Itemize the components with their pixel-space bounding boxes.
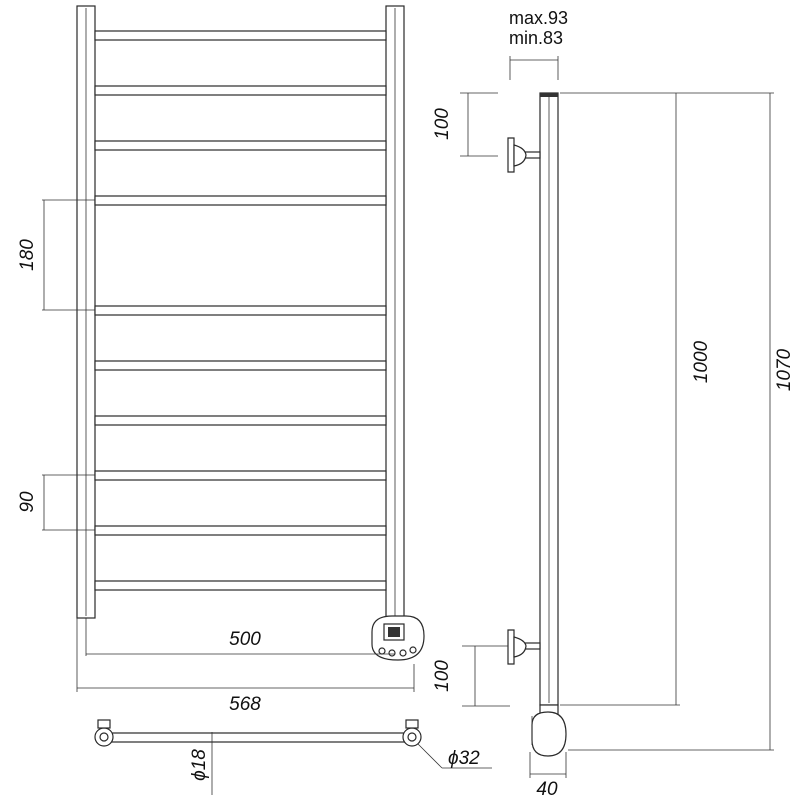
dimension-label: 500 (229, 629, 261, 650)
dimension-label: 1070 (774, 348, 795, 391)
crossbars (94, 30, 387, 591)
control-button (378, 647, 386, 655)
dimension-label: 100 (432, 660, 453, 692)
wall-bracket-left (97, 719, 111, 729)
dimension-label: min.83 (509, 28, 563, 48)
dimension-label: ϕ32 (448, 748, 480, 769)
dimension-total-height-1070: 1070 (568, 92, 795, 751)
dimension-label: max.93 (509, 8, 568, 28)
crossbar (94, 580, 387, 591)
dimension-rail-diameter: ϕ32 (417, 743, 492, 769)
front-view: 180 90 500 568 (17, 5, 425, 715)
dimension-rail-height-1000: 1000 (560, 92, 712, 706)
dimension-tube-diameter: ϕ18 (189, 732, 213, 795)
control-button (399, 649, 407, 657)
heater-element-side (531, 704, 567, 757)
rail-section-left-inner (99, 732, 109, 742)
top-view: ϕ18 ϕ32 (94, 719, 492, 795)
side-view: max.93 min.83 100 100 1000 (432, 8, 795, 800)
display-screen (388, 627, 400, 637)
dimension-label: ϕ18 (189, 749, 210, 781)
crossbar (94, 525, 387, 536)
crossbar (94, 305, 387, 316)
dimension-top-mount-100: 100 (432, 92, 498, 157)
dimension-bottom-mount-100: 100 (432, 645, 510, 707)
heater-housing-side (531, 711, 567, 757)
dimension-total-width-568: 568 (76, 618, 415, 715)
dimension-label: 40 (536, 779, 558, 800)
crossbar (94, 30, 387, 41)
crossbar-top-view (103, 732, 413, 743)
wall-mount-bottom (507, 629, 541, 665)
dimension-label: 568 (229, 694, 261, 715)
heater-control-unit (371, 615, 425, 661)
crossbar (94, 195, 387, 206)
control-button (388, 649, 396, 657)
dimension-wall-offset: max.93 min.83 (509, 8, 568, 80)
crossbar (94, 415, 387, 426)
wall-bracket-right (405, 719, 419, 729)
crossbar (94, 470, 387, 481)
dimension-depth-40: 40 (529, 752, 567, 800)
dimension-label: 1000 (691, 340, 712, 383)
wall-mount-top (507, 137, 541, 173)
dimension-label: 100 (432, 108, 453, 140)
crossbar (94, 360, 387, 371)
rail-section-right-inner (407, 732, 417, 742)
dimension-bar-spacing-180: 180 (17, 199, 95, 311)
dimension-inner-width-500: 500 (85, 618, 395, 656)
crossbar (94, 140, 387, 151)
control-button (409, 646, 417, 654)
side-rail-cap (540, 93, 558, 97)
crossbar (94, 85, 387, 96)
dimension-bar-spacing-90: 90 (17, 474, 95, 531)
dimension-label: 90 (17, 491, 38, 513)
dimension-label: 180 (17, 239, 38, 271)
